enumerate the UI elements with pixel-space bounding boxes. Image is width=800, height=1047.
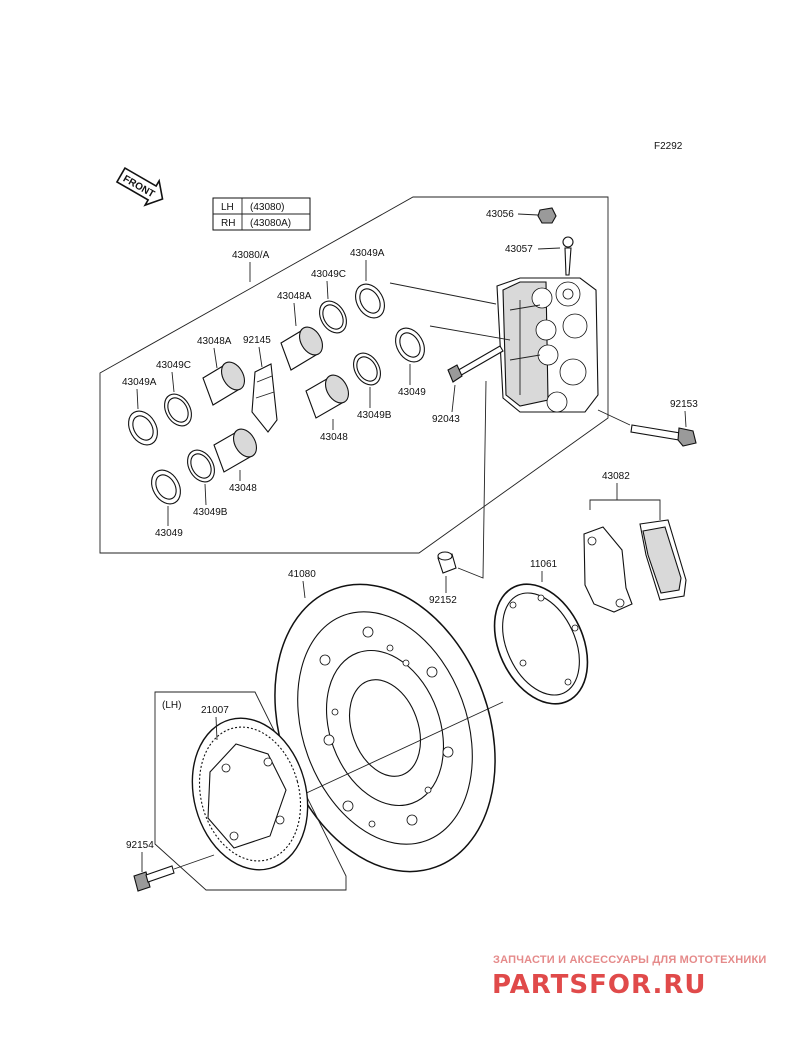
label-43048a-right: 43048A — [277, 291, 312, 302]
label-43049a-left: 43049A — [122, 377, 157, 388]
label-43049b-left: 43049B — [193, 507, 228, 518]
side-code-table: LH (43080) RH (43080A) — [212, 197, 311, 231]
piston-43048-left — [213, 428, 258, 473]
bolt-92043 — [447, 345, 504, 383]
label-43049-right: 43049 — [398, 387, 426, 398]
bolt-92154 — [133, 865, 175, 892]
label-43048a-left: 43048A — [197, 336, 232, 347]
caliper-kit-outline — [99, 196, 609, 554]
label-43048-left: 43048 — [229, 483, 257, 494]
label-92043: 92043 — [432, 414, 460, 425]
label-92154: 92154 — [126, 840, 154, 851]
piston-43048a-left — [202, 361, 246, 406]
bolt-92153 — [630, 424, 697, 447]
seal-43049a-right — [355, 283, 385, 319]
seal-43049c-right — [319, 300, 347, 334]
abs-rotor-21007 — [191, 717, 309, 871]
collar-92152 — [437, 551, 457, 574]
side-lh: LH — [221, 202, 234, 213]
seal-43049a-left — [128, 410, 158, 446]
label-43049-left: 43049 — [155, 528, 183, 539]
label-92145: 92145 — [243, 335, 271, 346]
label-43048-right: 43048 — [320, 432, 348, 443]
side-rh: RH — [221, 218, 235, 229]
label-43049c-left: 43049C — [156, 360, 191, 371]
label-43049a-right: 43049A — [350, 248, 385, 259]
label-43057: 43057 — [505, 244, 533, 255]
label-43049c-right: 43049C — [311, 269, 346, 280]
brake-disc-41080 — [274, 583, 496, 873]
label-41080: 41080 — [288, 569, 316, 580]
label-11061: 11061 — [530, 559, 558, 570]
lh-bracket-label: (LH) — [162, 700, 181, 711]
label-92152: 92152 — [429, 595, 457, 606]
label-43080a: 43080/A — [232, 250, 270, 261]
seal-43049b-right — [353, 352, 381, 386]
label-43056: 43056 — [486, 209, 514, 220]
bleeder-cap — [537, 207, 557, 224]
label-43049b-right: 43049B — [357, 410, 392, 421]
label-21007: 21007 — [201, 705, 229, 716]
bleeder-screw — [562, 236, 574, 276]
pad-spring-92145 — [251, 363, 278, 433]
seal-43049c-left — [164, 393, 192, 427]
watermark-tagline: ЗАПЧАСТИ И АКСЕССУАРЫ ДЛЯ МОТОТЕХНИКИ — [493, 954, 766, 966]
seal-43049-right — [395, 327, 425, 363]
caliper-body — [496, 277, 599, 413]
piston-43048a-right — [280, 326, 324, 371]
disc-shim-11061 — [493, 583, 589, 705]
brake-pads-43082 — [583, 519, 687, 613]
side-lh-code: (43080) — [250, 202, 284, 213]
label-43082: 43082 — [602, 471, 630, 482]
watermark-brand: PARTSFOR.RU — [492, 970, 706, 1000]
lh-bracket-outline — [154, 691, 347, 891]
label-92153: 92153 — [670, 399, 698, 410]
figure-code: F2292 — [654, 141, 683, 152]
side-rh-code: (43080A) — [250, 218, 291, 229]
seal-43049-left — [151, 469, 181, 505]
piston-43048-right — [305, 374, 350, 419]
seal-43049b-left — [187, 449, 215, 483]
front-arrow-icon: FRONT — [115, 166, 164, 207]
